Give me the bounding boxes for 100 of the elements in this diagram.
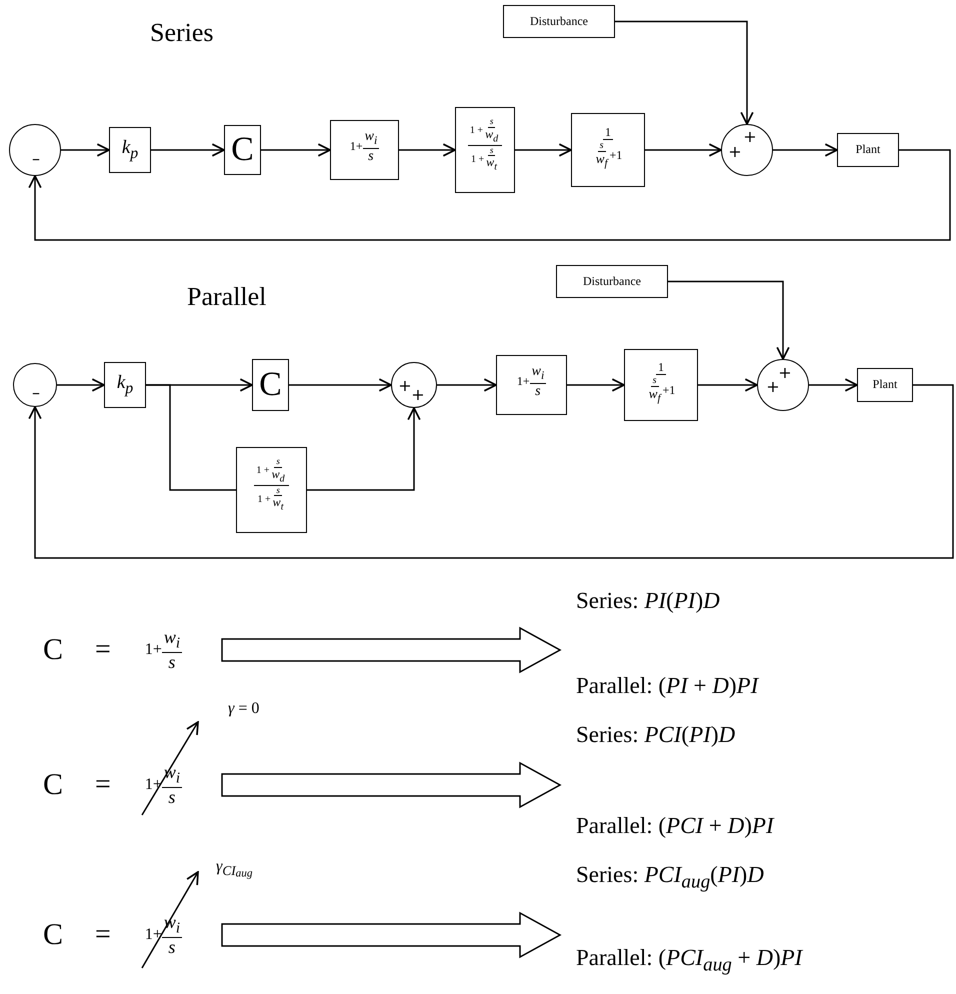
math-term: w$_{t}$ xyxy=(272,496,284,513)
math-term: 1 + xyxy=(471,154,484,165)
math-term: w$_{i}$ xyxy=(532,364,544,384)
math-term: C xyxy=(43,633,64,666)
math-term: w$_{i}$ xyxy=(164,628,180,652)
block-arrow xyxy=(221,626,562,674)
block-label: Plant xyxy=(872,378,898,392)
signal-arrow xyxy=(668,280,790,360)
math-term: s xyxy=(490,117,494,128)
math-term: s xyxy=(490,146,494,156)
formula-text: Series: PCI(PI)D xyxy=(576,722,736,748)
summing-junction xyxy=(9,124,61,176)
signal-arrow xyxy=(61,143,110,157)
transfer-block xyxy=(236,447,307,533)
signal-arrow xyxy=(28,149,951,241)
transfer-block xyxy=(330,120,399,180)
math-term: s xyxy=(276,457,280,468)
math-term: +1 xyxy=(609,148,622,162)
math-term: w$_{f}$ xyxy=(648,386,660,406)
transfer-block xyxy=(624,349,698,421)
formula-text: Parallel: (PCI + D)PI xyxy=(576,812,774,838)
signal-arrow xyxy=(809,378,858,392)
math-term: s xyxy=(600,140,604,151)
signal-arrow xyxy=(437,378,497,392)
controller-label: C xyxy=(231,131,254,169)
math-term: 1+ xyxy=(144,641,162,659)
signal-line xyxy=(146,384,236,491)
math-term: 1 + xyxy=(258,494,271,505)
signal-arrow xyxy=(773,143,838,157)
gain-label: k$_{p}$ xyxy=(122,138,138,162)
gain-block xyxy=(104,362,146,408)
signal-arrow xyxy=(698,378,758,392)
formula-text: Series: PI(PI)D xyxy=(576,588,720,614)
sign-symbol: + xyxy=(743,129,757,145)
formula-text: Parallel: (PI + D)PI xyxy=(576,672,758,698)
plant-block xyxy=(857,368,913,402)
summing-junction xyxy=(391,362,437,408)
summing-junction xyxy=(721,124,773,176)
sign-symbol: + xyxy=(411,387,425,403)
math-term: 1+ xyxy=(516,375,530,389)
signal-arrow xyxy=(615,20,754,125)
math-term: s xyxy=(168,788,176,808)
gain-label: k$_{p}$ xyxy=(116,372,134,398)
math-term: s xyxy=(168,938,176,958)
sign-symbol: – xyxy=(32,151,40,167)
summing-junction xyxy=(13,363,57,407)
signal-arrow xyxy=(57,378,105,392)
section-heading: Parallel xyxy=(187,282,266,312)
sign-symbol: + xyxy=(766,379,780,395)
math-term: 1+ xyxy=(144,776,162,794)
math-term: C xyxy=(43,768,64,802)
math-term: C xyxy=(43,918,64,952)
signal-arrow xyxy=(28,384,954,559)
parameter-label: γ = 0 xyxy=(228,700,260,718)
controller-label: C xyxy=(259,366,282,404)
controller-block xyxy=(252,359,289,411)
math-term: s xyxy=(168,652,176,672)
disturbance-block xyxy=(556,265,668,298)
math-term: 1 xyxy=(605,126,611,139)
signal-arrow xyxy=(289,378,392,392)
math-term: s xyxy=(535,384,541,400)
math-term: +1 xyxy=(662,384,676,397)
math-term: w$_{d}$ xyxy=(485,128,498,144)
signal-arrow xyxy=(261,143,331,157)
math-term: 1 + xyxy=(470,125,484,136)
math-term: w$_{d}$ xyxy=(272,468,285,484)
transfer-block xyxy=(455,107,515,193)
math-term: w$_{t}$ xyxy=(486,156,497,173)
formula-text: Parallel: (PCI$_{aug}$ + D)PI xyxy=(576,945,802,976)
signal-arrow xyxy=(307,407,421,491)
math-term: = xyxy=(95,770,111,800)
block-label: Disturbance xyxy=(530,14,588,28)
math-term: s xyxy=(276,486,280,496)
math-term: s xyxy=(652,374,657,386)
math-term: 1 xyxy=(658,360,664,374)
sign-symbol: + xyxy=(398,378,412,394)
math-term: 1+ xyxy=(350,140,363,154)
transfer-block xyxy=(496,355,567,415)
sign-symbol: – xyxy=(32,385,40,401)
signal-arrow xyxy=(151,143,225,157)
signal-arrow xyxy=(515,143,572,157)
formula-text: Series: PCI$_{aug}$(PI)D xyxy=(576,862,764,893)
math-term: s xyxy=(368,149,374,164)
signal-arrow xyxy=(399,143,456,157)
transfer-block xyxy=(571,113,645,187)
block-label: Plant xyxy=(856,143,880,157)
signal-arrow xyxy=(645,143,722,157)
math-term: w$_{f}$ xyxy=(596,152,608,170)
sign-symbol: + xyxy=(728,144,742,160)
math-term: w$_{i}$ xyxy=(364,129,378,148)
block-label: Disturbance xyxy=(583,274,641,288)
controller-block xyxy=(224,125,261,175)
math-term: = xyxy=(95,920,111,950)
disturbance-block xyxy=(503,5,615,38)
signal-arrow xyxy=(567,378,625,392)
sign-symbol: + xyxy=(778,365,792,381)
math-term: 1+ xyxy=(144,926,162,944)
plant-block xyxy=(837,133,899,167)
section-heading: Series xyxy=(150,18,214,48)
gain-block xyxy=(109,127,151,173)
